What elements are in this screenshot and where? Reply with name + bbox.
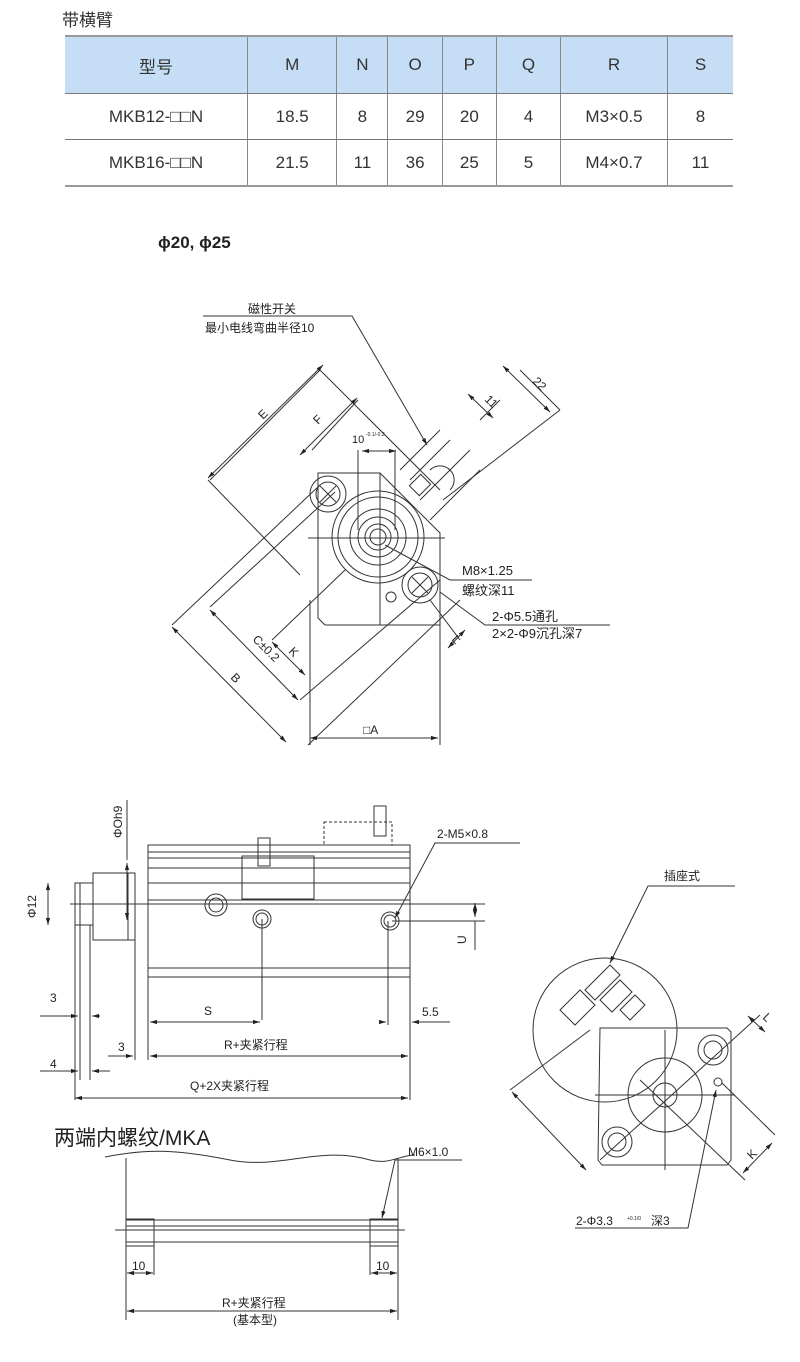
cell: 5 [496, 139, 561, 187]
dim-3b: 3 [118, 1040, 125, 1054]
dim-u: U [455, 935, 469, 944]
dim-s: S [204, 1004, 212, 1018]
socket-dim-k: K [744, 1147, 760, 1163]
col-model: 型号 [65, 35, 248, 94]
cell: MKB12-□□N [65, 93, 248, 140]
cell: M3×0.5 [560, 93, 668, 140]
socket-dim-l: L [760, 1010, 775, 1025]
col-o: O [387, 35, 443, 94]
dim-3a: 3 [50, 991, 57, 1005]
side-thread-label: 2-M5×0.8 [437, 827, 488, 841]
dim-4: 4 [50, 1057, 57, 1071]
dim-rod-diameter: ΦOh9 [111, 805, 125, 838]
socket-view [509, 885, 776, 1229]
mka-title: 两端内螺纹/MKA [54, 1127, 211, 1150]
bore-title: ϕ20, ϕ25 [158, 233, 231, 252]
table-header-row: 型号 M N O P Q R S [65, 35, 733, 94]
col-p: P [441, 35, 497, 94]
dim-e: E [255, 407, 271, 423]
mka-thread-label: M6×1.0 [408, 1145, 449, 1159]
cell: 25 [441, 139, 497, 187]
cell: 11 [336, 139, 388, 187]
cell: 20 [441, 93, 497, 140]
bend-radius-label: 最小电线弯曲半径10 [205, 320, 315, 335]
switch-label: 磁性开关 [248, 301, 296, 316]
cell: 8 [336, 93, 388, 140]
dim-q-stroke: Q+2X夹紧行程 [190, 1078, 269, 1093]
cell: MKB16-□□N [65, 139, 248, 187]
thread-label: M8×1.25 [462, 563, 513, 578]
mka-basic-label: (基本型) [233, 1313, 277, 1327]
dim-10-tolerance: -0.1/-0.2 [366, 432, 385, 438]
dim-11: 11 [482, 392, 501, 411]
dim-f: F [310, 412, 325, 427]
socket-hole-tolerance: +0.1/0 [627, 1216, 641, 1222]
col-m: M [246, 35, 337, 94]
cell: M4×0.7 [560, 139, 668, 187]
dim-c: C±0.2 [250, 632, 283, 665]
thread-depth-label: 螺纹深11 [462, 583, 515, 598]
top-view [171, 315, 610, 746]
dim-a: □A [363, 723, 378, 737]
cell: 21.5 [246, 139, 337, 187]
cell: 4 [496, 93, 561, 140]
mka-dim-10a: 10 [132, 1259, 146, 1273]
mka-dim-10b: 10 [376, 1259, 390, 1273]
mka-view [104, 1150, 462, 1320]
section-title: 带横臂 [62, 11, 113, 30]
dim-12: Φ12 [25, 895, 39, 918]
table-row: MKB16-□□N 21.5 11 36 25 5 M4×0.7 11 [65, 139, 733, 187]
counterbore-label: 2×2-Φ9沉孔深7 [492, 626, 582, 641]
spec-table: 型号 M N O P Q R S MKB12-□□N 18.5 8 29 20 … [65, 35, 733, 187]
socket-hole-depth: 深3 [651, 1214, 670, 1228]
col-n: N [336, 35, 388, 94]
dim-b: B [228, 670, 244, 686]
side-view [40, 800, 520, 1101]
cell: 18.5 [246, 93, 337, 140]
dim-k: K [286, 644, 302, 660]
dim-22: 22 [530, 374, 550, 394]
cell: 11 [667, 139, 733, 187]
dim-r-stroke: R+夹紧行程 [224, 1037, 288, 1052]
cell: 36 [387, 139, 443, 187]
socket-hole-label: 2-Φ3.3 [576, 1214, 613, 1228]
dim-10: 10 [352, 434, 364, 446]
cell: 29 [387, 93, 443, 140]
col-s: S [667, 35, 733, 94]
mka-dim-r-stroke: R+夹紧行程 [222, 1295, 286, 1310]
socket-label: 插座式 [664, 868, 700, 883]
col-q: Q [496, 35, 561, 94]
cell: 8 [667, 93, 733, 140]
table-row: MKB12-□□N 18.5 8 29 20 4 M3×0.5 8 [65, 93, 733, 140]
dim-5-5: 5.5 [422, 1005, 439, 1019]
through-hole-label: 2-Φ5.5通孔 [492, 609, 558, 624]
col-r: R [560, 35, 668, 94]
